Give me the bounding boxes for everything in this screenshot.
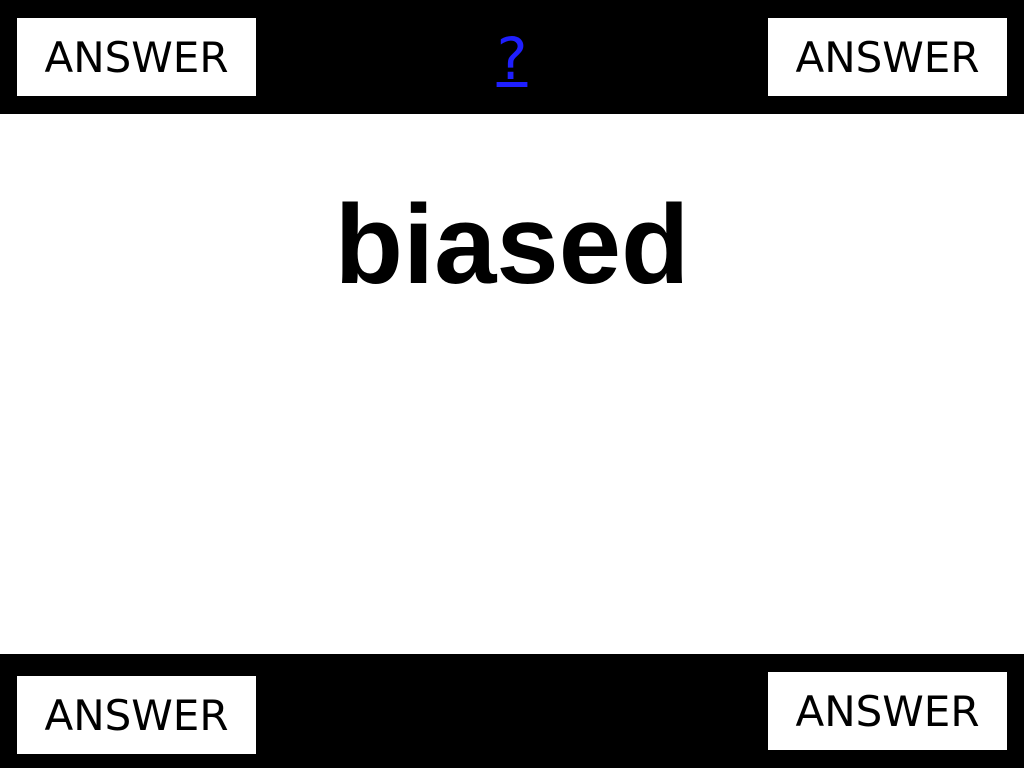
answer-button-top-left[interactable]: ANSWER	[17, 18, 256, 96]
answer-button-top-right[interactable]: ANSWER	[768, 18, 1007, 96]
answer-button-bottom-right[interactable]: ANSWER	[768, 672, 1007, 750]
vocabulary-word: biased	[334, 182, 690, 307]
help-link[interactable]: ?	[496, 25, 528, 93]
answer-button-bottom-left[interactable]: ANSWER	[17, 676, 256, 754]
